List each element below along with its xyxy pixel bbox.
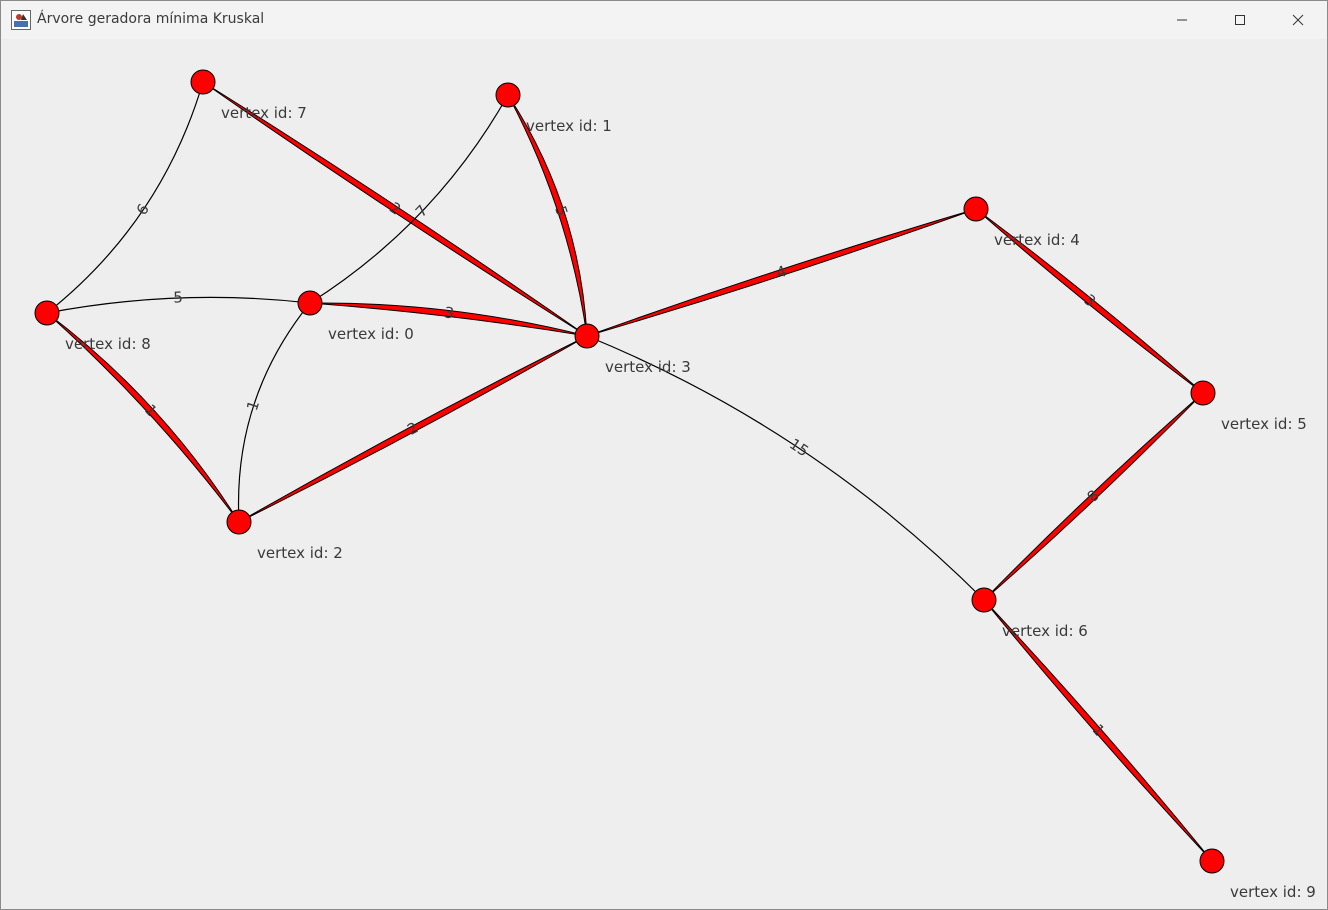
- vertex-label-0: vertex id: 0: [328, 325, 414, 343]
- edge-7-8[interactable]: [46, 81, 204, 314]
- edge-1-0[interactable]: [309, 94, 509, 304]
- edges-layer: [46, 81, 1213, 862]
- maximize-icon: [1235, 15, 1245, 25]
- vertex-label-2: vertex id: 2: [257, 544, 343, 562]
- edge-0-2[interactable]: [237, 302, 311, 523]
- vertex-8[interactable]: [34, 300, 60, 326]
- edge-8-0-weight: 5: [173, 288, 183, 306]
- edge-3-6-weight: 15: [786, 435, 812, 461]
- edge-3-6[interactable]: [586, 335, 985, 601]
- maximize-button[interactable]: [1211, 1, 1269, 39]
- title-bar[interactable]: Árvore geradora mínima Kruskal: [1, 1, 1327, 39]
- vertex-label-5: vertex id: 5: [1221, 415, 1307, 433]
- vertex-9[interactable]: [1199, 848, 1225, 874]
- edge-0-2-weight: 1: [243, 398, 263, 413]
- vertices-layer: [34, 69, 1225, 874]
- java-app-icon: [11, 10, 31, 30]
- minimize-button[interactable]: [1153, 1, 1211, 39]
- vertex-5[interactable]: [1190, 380, 1216, 406]
- vertex-labels-layer: vertex id: 0 vertex id: 1 vertex id: 2 vert…: [65, 104, 1316, 901]
- edge-0-3-weight: 3: [443, 304, 455, 323]
- minimize-icon: [1177, 19, 1187, 21]
- vertex-label-6: vertex id: 6: [1002, 622, 1088, 640]
- vertex-4[interactable]: [963, 196, 989, 222]
- vertex-label-8: vertex id: 8: [65, 335, 151, 353]
- vertex-3[interactable]: [574, 323, 600, 349]
- edge-8-0[interactable]: [46, 296, 311, 314]
- vertex-1[interactable]: [495, 82, 521, 108]
- vertex-label-9: vertex id: 9: [1230, 883, 1316, 901]
- vertex-label-4: vertex id: 4: [994, 231, 1080, 249]
- vertex-label-3: vertex id: 3: [605, 358, 691, 376]
- close-button[interactable]: [1269, 1, 1327, 39]
- vertex-2[interactable]: [226, 509, 252, 535]
- vertex-6[interactable]: [971, 587, 997, 613]
- window-title: Árvore geradora mínima Kruskal: [37, 11, 265, 27]
- vertex-7[interactable]: [190, 69, 216, 95]
- vertex-0[interactable]: [297, 290, 323, 316]
- edge-7-8-weight: 6: [133, 201, 153, 219]
- vertex-label-1: vertex id: 1: [526, 117, 612, 135]
- vertex-label-7: vertex id: 7: [221, 104, 307, 122]
- close-icon: [1292, 14, 1304, 26]
